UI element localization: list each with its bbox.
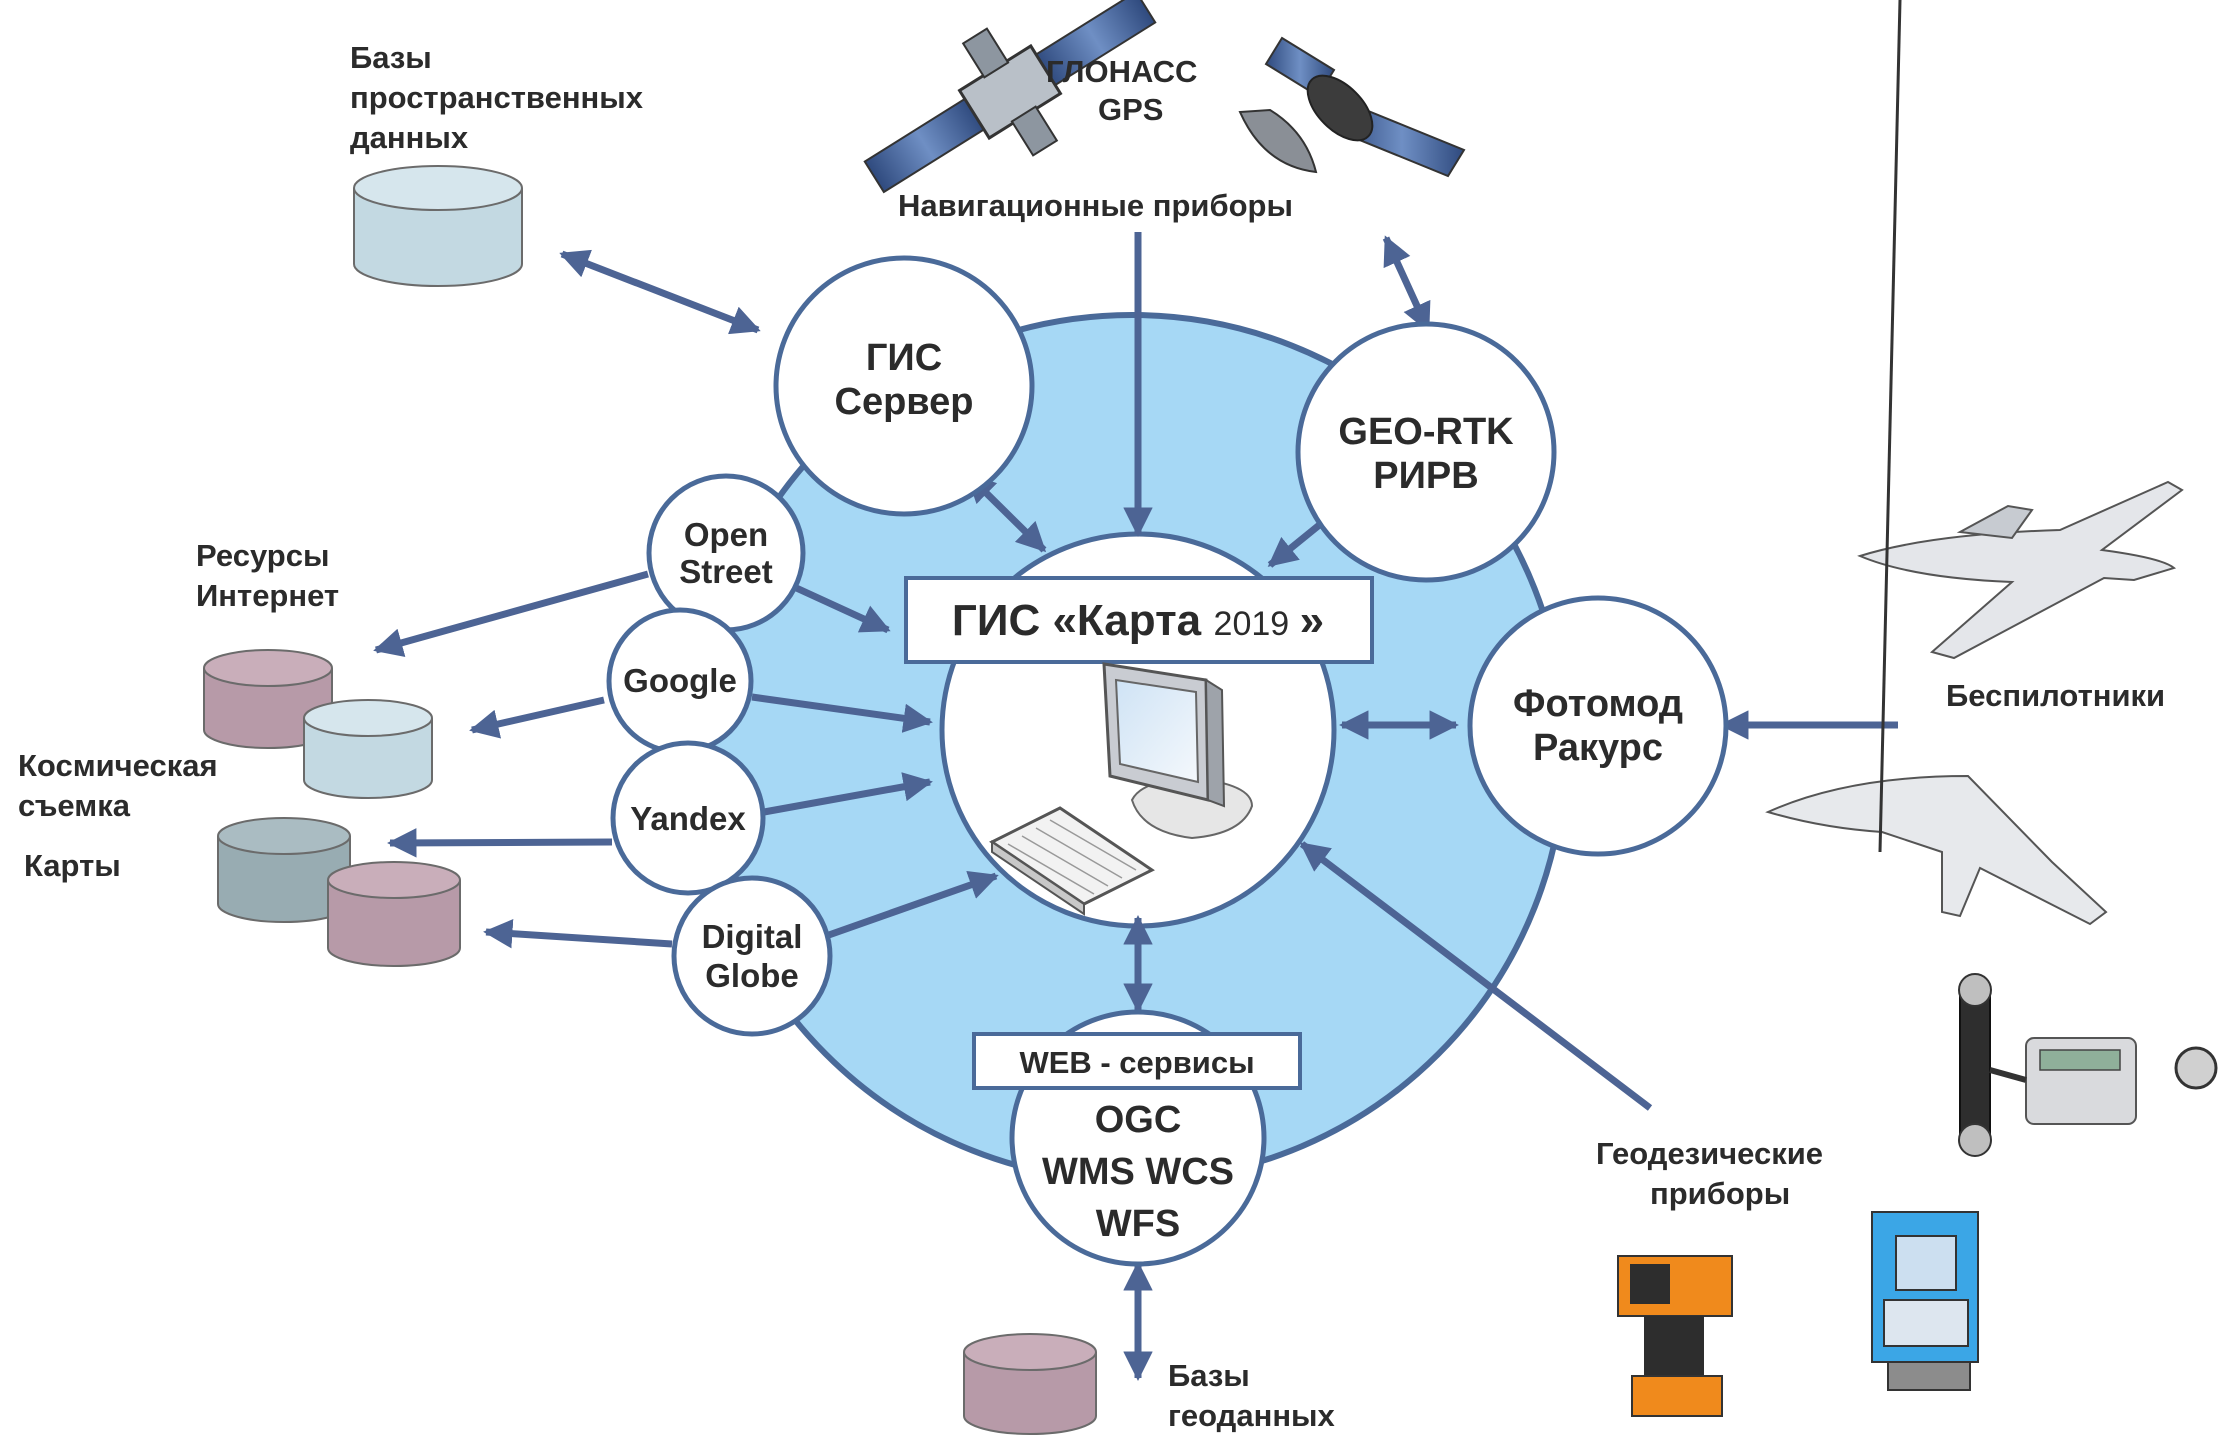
node-gis-server [773, 255, 1035, 517]
geodata-line2: геоданных [1168, 1398, 1336, 1433]
arrow-dglobe-maps [483, 919, 673, 949]
maps-slate-cylinder [217, 817, 351, 923]
drones-label: Беспилотники [1946, 678, 2165, 713]
satellite-icon [863, 0, 1157, 194]
gis-server-line2: Сервер [835, 381, 974, 423]
arrow-spatialdb-server [559, 249, 761, 335]
space-imaging-line2: съемка [18, 788, 131, 823]
spatial-db-line2: пространственных [350, 80, 644, 115]
fotomod-line1: Фотомод [1513, 683, 1683, 725]
maps-label: Карты [24, 848, 121, 883]
arrow-geodetic-center [1299, 841, 1653, 1111]
satellite-dish-icon [1238, 36, 1466, 178]
arrow-yandex-center [763, 772, 933, 816]
geodetic-line2: приборы [1650, 1176, 1790, 1211]
arrow-yandex-maps [387, 828, 613, 858]
space-imaging-cylinder [303, 699, 433, 799]
geodetic-line1: Геодезические [1596, 1136, 1823, 1171]
center-title-suffix: » [1300, 596, 1324, 645]
drone-icon [1857, 480, 2184, 660]
web-services-label: WEB - сервисы [1019, 1045, 1254, 1080]
arrow-google-space [469, 696, 605, 739]
arrow-google-center [751, 693, 933, 733]
internet-cylinder [203, 649, 333, 749]
ogc-line1: OGC [1095, 1099, 1182, 1141]
node-yandex [610, 740, 766, 896]
gis-server-line1: ГИС [866, 337, 942, 379]
spatial-db-cylinder [353, 165, 523, 287]
spatial-db-line1: Базы [350, 40, 432, 75]
center-title-box [904, 576, 1374, 664]
center-title-year: 2019 [1214, 605, 1290, 643]
center-title-prefix: ГИС «Карта [952, 596, 1202, 645]
total-station-icon [1871, 1211, 1979, 1391]
arrow-openstreet-internet [373, 570, 649, 658]
yandex-label: Yandex [630, 800, 746, 837]
internet-line1: Ресурсы [196, 538, 329, 573]
web-services-box [972, 1032, 1302, 1090]
center-title: ГИС «Карта 2019 » [952, 596, 1324, 645]
node-geo-rtk [1295, 321, 1557, 583]
node-fotomod [1467, 595, 1729, 857]
open-street-line1: Open [684, 516, 768, 553]
arrow-nav-georkt [1382, 235, 1432, 333]
open-street-line2: Street [679, 553, 773, 590]
computer-icon [989, 662, 1254, 916]
ogc-line2: WMS WCS [1042, 1151, 1234, 1193]
geo-rtk-line1: GEO-RTK [1338, 411, 1514, 453]
geo-rtk-line2: РИРВ [1373, 455, 1478, 497]
google-label: Google [623, 662, 737, 699]
arrow-openstreet-center [790, 582, 891, 634]
theodolite-icon [1617, 1255, 1733, 1417]
nav-devices-label: Навигационные приборы [898, 188, 1293, 223]
arrow-dglobe-center [824, 870, 999, 940]
node-digital-globe [671, 875, 833, 1037]
geodata-line1: Базы [1168, 1358, 1250, 1393]
space-imaging-line1: Космическая [18, 748, 218, 783]
geodata-cylinder [963, 1333, 1097, 1435]
glonass-label: ГЛОНАСС [1046, 54, 1197, 89]
internet-line2: Интернет [196, 578, 339, 613]
spatial-db-line3: данных [350, 120, 469, 155]
maps-mauve-cylinder [327, 861, 461, 967]
flying-wing-drone-icon [1765, 0, 2108, 926]
digital-globe-line2: Globe [705, 957, 799, 994]
ogc-line3: WFS [1096, 1203, 1180, 1245]
fotomod-line2: Ракурс [1533, 727, 1663, 769]
gps-label: GPS [1098, 92, 1163, 127]
digital-globe-line1: Digital [702, 918, 803, 955]
gps-receiver-icon [1958, 973, 2218, 1157]
